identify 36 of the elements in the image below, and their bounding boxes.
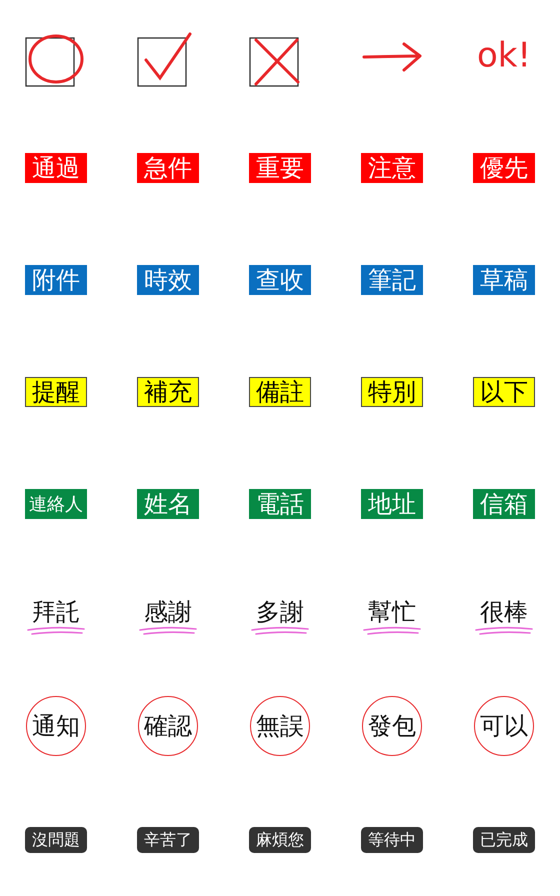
status-tag: 等待中: [361, 827, 423, 853]
handwritten-text: ok!: [476, 37, 532, 75]
tag-label: 電話: [249, 489, 311, 519]
circled-word: 確認: [138, 696, 198, 756]
tag-label: 附件: [25, 265, 87, 295]
circled-word: 發包: [362, 696, 422, 756]
tag-label: 特別: [361, 377, 423, 407]
tag-label: 重要: [249, 153, 311, 183]
tag-label: 信箱: [473, 489, 535, 519]
word-label: 很棒: [480, 598, 528, 626]
tag-label: 優先: [473, 153, 535, 183]
tag-label: 補充: [137, 377, 199, 407]
word-label: 拜託: [32, 598, 80, 626]
tag-label: 草稿: [473, 265, 535, 295]
tag-label: 提醒: [25, 377, 87, 407]
circled-word: 無誤: [250, 696, 310, 756]
status-tag: 已完成: [473, 827, 535, 853]
status-tag: 沒問題: [25, 827, 87, 853]
tag-label: 通過: [25, 153, 87, 183]
word-label: 感謝: [144, 598, 192, 626]
circled-word: 可以: [474, 696, 534, 756]
tag-label: 查收: [249, 265, 311, 295]
circled-word: 通知: [26, 696, 86, 756]
tag-label: 備註: [249, 377, 311, 407]
tag-label: 姓名: [137, 489, 199, 519]
status-tag: 麻煩您: [249, 827, 311, 853]
word-label: 多謝: [256, 598, 304, 626]
tag-label: 地址: [361, 489, 423, 519]
tag-label: 以下: [473, 377, 535, 407]
tag-label: 急件: [137, 153, 199, 183]
tag-label: 注意: [361, 153, 423, 183]
tag-label: 連絡人: [25, 489, 87, 519]
tag-label: 時效: [137, 265, 199, 295]
status-tag: 辛苦了: [137, 827, 199, 853]
word-label: 幫忙: [368, 598, 416, 626]
tag-label: 筆記: [361, 265, 423, 295]
